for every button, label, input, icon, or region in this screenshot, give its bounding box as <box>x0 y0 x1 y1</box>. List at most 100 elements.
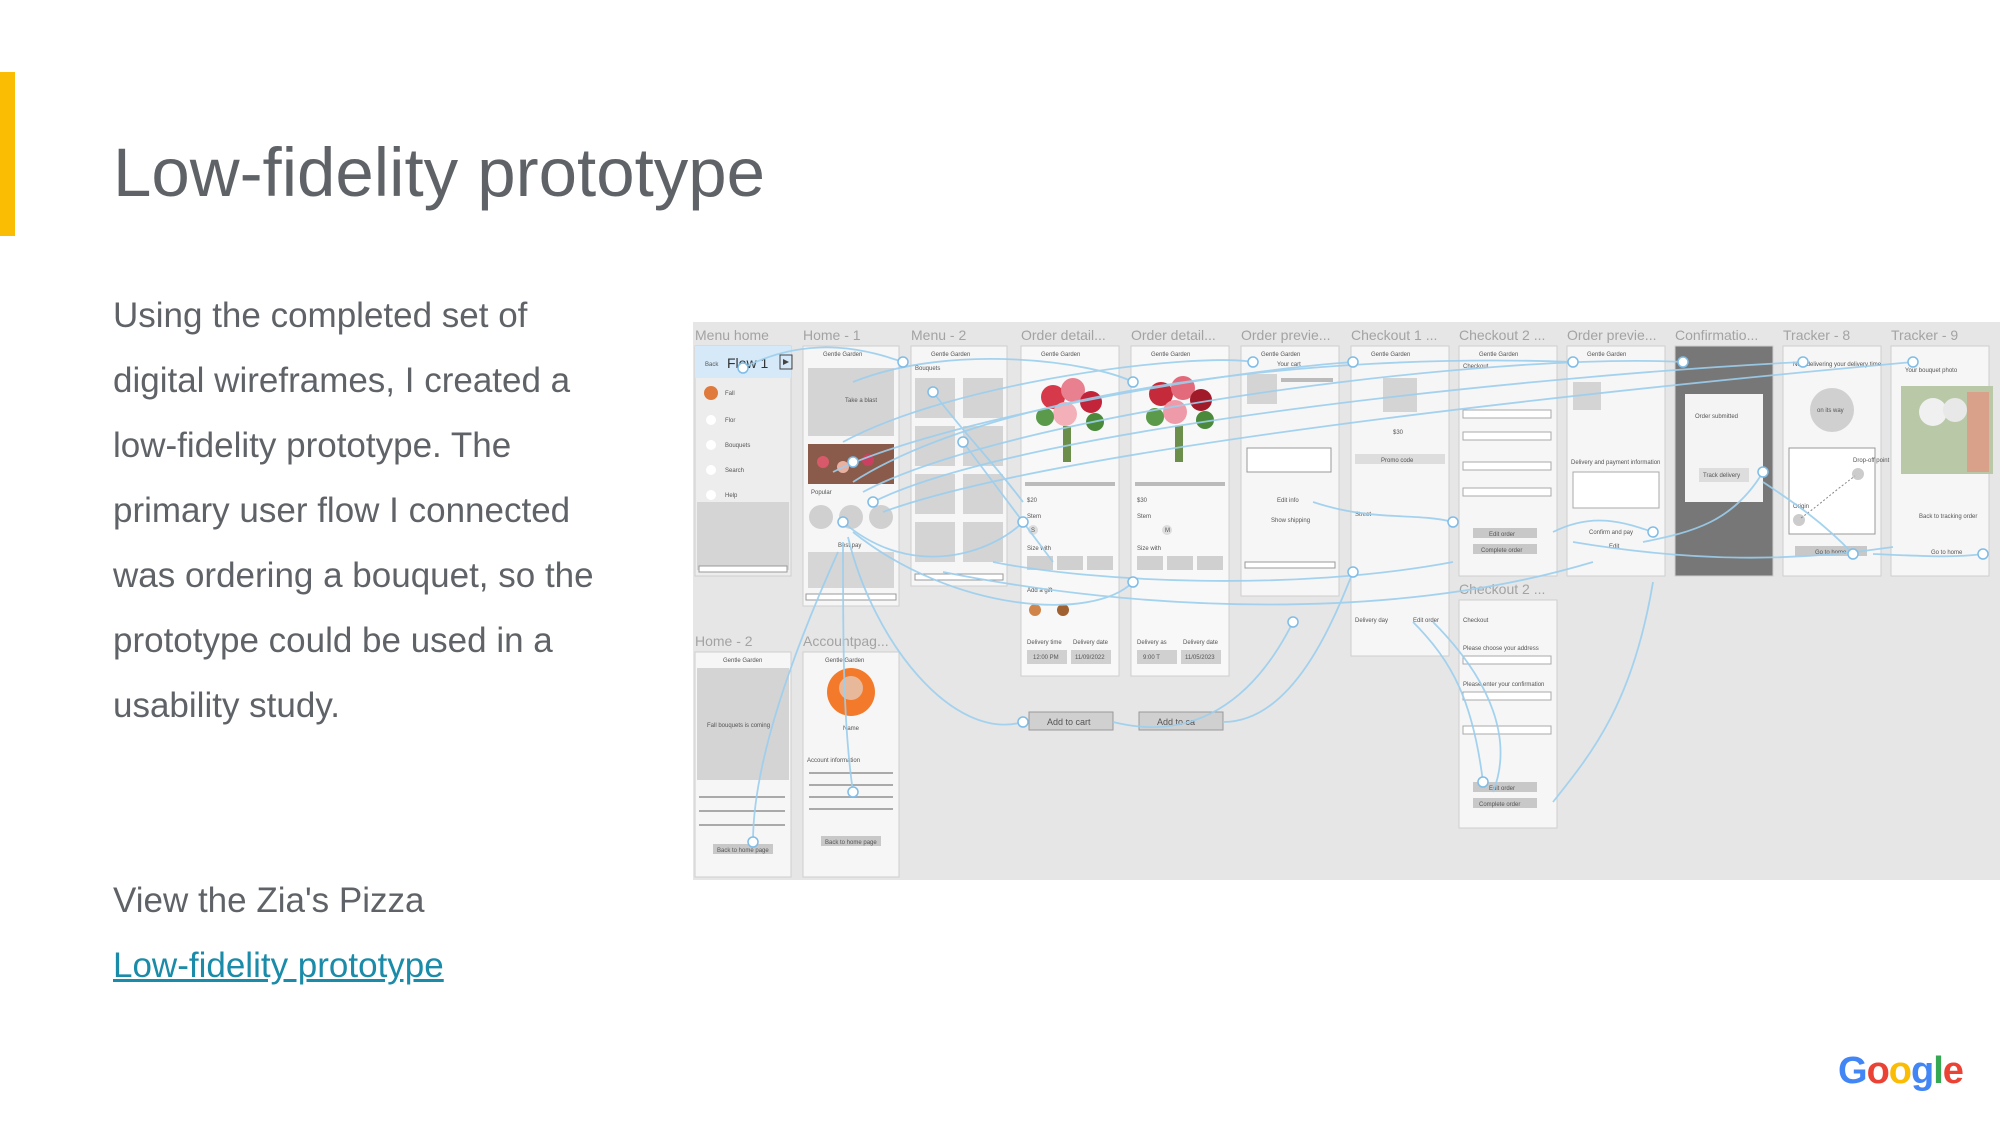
frame-label: Tracker - 9 <box>1891 327 1958 343</box>
svg-text:Account information: Account information <box>807 758 860 764</box>
svg-text:Delivery as: Delivery as <box>1137 640 1167 646</box>
svg-text:Name: Name <box>843 726 860 732</box>
frame-home-1: Gentle Garden Take a blast Popular Best … <box>802 345 900 607</box>
menu-item: Flor <box>725 418 735 424</box>
svg-text:Delivery day: Delivery day <box>1355 618 1388 624</box>
view-prototype-text: View the Zia's Pizza <box>113 881 425 920</box>
svg-text:Delivery time: Delivery time <box>1027 640 1062 646</box>
svg-text:Complete order: Complete order <box>1481 548 1522 554</box>
menu-item: Search <box>725 468 744 474</box>
svg-text:Go to home: Go to home <box>1815 550 1847 556</box>
play-icon <box>779 354 793 370</box>
svg-text:Gentle Garden: Gentle Garden <box>1041 352 1080 358</box>
add-to-cart-buttons: Add to cart Add to ca <box>1028 711 1224 731</box>
frame-label: Order previe... <box>1567 327 1656 343</box>
svg-text:Gentle Garden: Gentle Garden <box>1587 352 1626 358</box>
svg-text:Take a blast: Take a blast <box>845 398 877 404</box>
svg-text:Edit order: Edit order <box>1413 618 1439 624</box>
svg-text:Your cart: Your cart <box>1277 362 1301 368</box>
svg-text:Gentle Garden: Gentle Garden <box>1479 352 1518 358</box>
svg-text:11/09/2022: 11/09/2022 <box>1075 655 1105 661</box>
accent-bar <box>0 72 15 236</box>
svg-text:Show shipping: Show shipping <box>1271 518 1310 524</box>
svg-text:Gentle Garden: Gentle Garden <box>931 352 970 358</box>
svg-text:Please enter your confirmation: Please enter your confirmation <box>1463 682 1544 688</box>
svg-text:Add to ca: Add to ca <box>1157 717 1195 727</box>
svg-text:Edit order: Edit order <box>1489 532 1515 538</box>
google-logo: Google <box>1838 1050 1964 1092</box>
prototype-connections <box>742 346 1984 843</box>
frame-label: Order previe... <box>1241 327 1330 343</box>
svg-text:Gentle Garden: Gentle Garden <box>1261 352 1300 358</box>
svg-text:Street: Street <box>1355 512 1371 518</box>
svg-text:Checkout: Checkout <box>1463 618 1489 624</box>
svg-text:Add to cart: Add to cart <box>1047 717 1091 727</box>
svg-text:Add a gift: Add a gift <box>1027 588 1053 594</box>
svg-text:$20: $20 <box>1027 498 1038 504</box>
svg-text:Stem: Stem <box>1027 514 1041 520</box>
frame-label: Order detail... <box>1021 327 1106 343</box>
slide-body-text: Using the completed set of digital wiref… <box>113 296 594 725</box>
svg-text:Complete order: Complete order <box>1479 802 1520 808</box>
svg-text:Go to home: Go to home <box>1931 550 1963 556</box>
svg-text:9:00 T: 9:00 T <box>1143 655 1160 661</box>
prototype-screenshot: Menu home Home - 1 Menu - 2 Order detail...… <box>693 322 2000 880</box>
play-arrow-icon <box>783 359 789 365</box>
slide-title: Low-fidelity prototype <box>113 134 765 211</box>
menu-item: Bouquets <box>725 443 750 449</box>
svg-text:12:00 PM: 12:00 PM <box>1033 655 1059 661</box>
frame-checkout-2b: Checkout Please choose your address Plea… <box>1458 599 1558 829</box>
frame-label: Confirmatio... <box>1675 327 1758 343</box>
frame-labels: Menu home Home - 1 Menu - 2 Order detail...… <box>695 327 1958 649</box>
frame-account-page: Gentle Garden Name Account information B… <box>802 651 900 878</box>
frame-label: Accountpag... <box>803 633 889 649</box>
svg-text:Origin: Origin <box>1793 504 1809 510</box>
svg-text:Fall bouquets is coming: Fall bouquets is coming <box>707 723 770 729</box>
svg-text:Checkout: Checkout <box>1463 364 1489 370</box>
svg-text:M: M <box>1165 528 1170 534</box>
svg-text:11/05/2023: 11/05/2023 <box>1185 655 1215 661</box>
frame-label: Menu - 2 <box>911 327 966 343</box>
svg-text:Back to tracking order: Back to tracking order <box>1919 514 1977 520</box>
svg-text:Gentle Garden: Gentle Garden <box>1151 352 1190 358</box>
low-fidelity-prototype-link[interactable]: Low-fidelity prototype <box>113 946 444 985</box>
frame-order-preview-1: Gentle Garden Your cart Edit info Show s… <box>1240 345 1340 597</box>
frame-label: Home - 1 <box>803 327 861 343</box>
frame-order-preview-2: Gentle Garden Delivery and payment infor… <box>1566 345 1666 577</box>
svg-text:Edit order: Edit order <box>1489 786 1515 792</box>
frame-label: Order detail... <box>1131 327 1216 343</box>
frame-label: Menu home <box>695 327 769 343</box>
svg-text:Track delivery: Track delivery <box>1703 473 1740 479</box>
svg-text:$30: $30 <box>1137 498 1148 504</box>
svg-text:Delivery date: Delivery date <box>1183 640 1219 646</box>
back-label: Back <box>705 362 719 368</box>
frame-tracker-9: Your bouquet photo Back to tracking orde… <box>1890 345 1993 577</box>
svg-text:Gentle Garden: Gentle Garden <box>823 352 862 358</box>
svg-text:Size with: Size with <box>1137 546 1161 552</box>
svg-text:Please choose your address: Please choose your address <box>1463 646 1539 652</box>
frame-tracker-8: Now delivering your delivery time on its… <box>1782 345 1890 577</box>
frame-label: Tracker - 8 <box>1783 327 1850 343</box>
svg-text:Gentle Garden: Gentle Garden <box>723 658 762 664</box>
frame-menu-home: Back Flow 1 Fall Flor Bouquets Search He… <box>694 345 793 577</box>
svg-text:Back to home page: Back to home page <box>825 840 877 846</box>
svg-text:Edit info: Edit info <box>1277 498 1299 504</box>
svg-text:Drop-off point: Drop-off point <box>1853 458 1890 464</box>
svg-text:Stem: Stem <box>1137 514 1151 520</box>
frame-label: Checkout 2 ... <box>1459 581 1545 597</box>
svg-text:Back to home page: Back to home page <box>717 848 769 854</box>
svg-text:$30: $30 <box>1393 430 1404 436</box>
svg-text:Popular: Popular <box>811 490 832 496</box>
svg-text:Promo code: Promo code <box>1381 458 1414 464</box>
menu-item: Help <box>725 493 738 499</box>
frame-order-detail-2: Gentle Garden $30 Stem M Size with Deliv… <box>1130 345 1230 677</box>
svg-text:Edit: Edit <box>1609 544 1620 550</box>
frame-label: Home - 2 <box>695 633 753 649</box>
frame-order-detail-1: Gentle Garden $20 Stem S Size with Add a… <box>1020 345 1120 677</box>
avatar-icon <box>704 386 718 400</box>
svg-text:Gentle Garden: Gentle Garden <box>1371 352 1410 358</box>
svg-text:S: S <box>1031 528 1035 534</box>
svg-text:Your bouquet photo: Your bouquet photo <box>1905 368 1958 374</box>
svg-text:Delivery date: Delivery date <box>1073 640 1109 646</box>
svg-text:on its way: on its way <box>1817 408 1844 414</box>
